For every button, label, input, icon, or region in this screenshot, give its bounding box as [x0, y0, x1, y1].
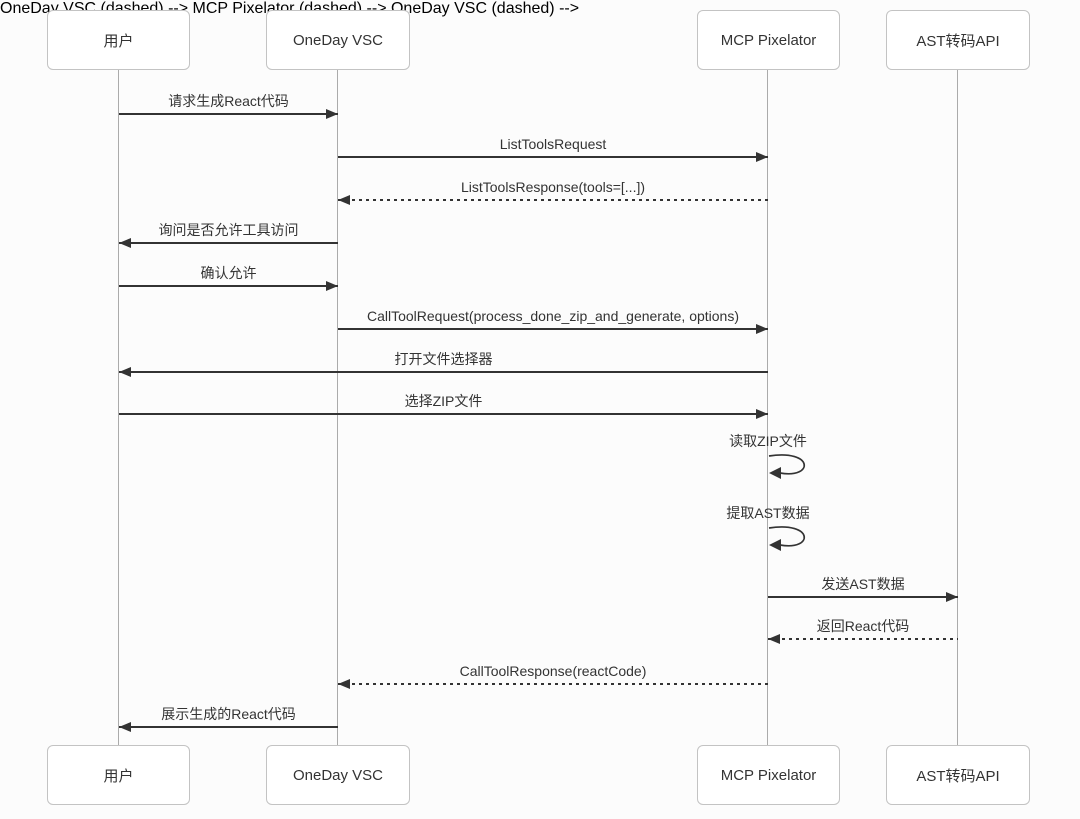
message-request-generate-react: 请求生成React代码 [119, 91, 338, 119]
message-label: 提取AST数据 [726, 505, 810, 521]
arrowhead-right-icon [756, 409, 768, 419]
message-open-file-picker: 打开文件选择器 [119, 349, 768, 377]
message-ask-tool-permission: 询问是否允许工具访问 [119, 220, 338, 248]
message-line [119, 409, 768, 419]
participant-user-top: 用户 [47, 10, 190, 70]
participant-label: 用户 [103, 767, 134, 785]
participant-label: AST转码API [916, 32, 1000, 50]
arrowhead-right-icon [326, 281, 338, 291]
participant-label: OneDay VSC [292, 31, 384, 49]
message-line [338, 679, 768, 689]
message-list-tools-response: ListToolsResponse(tools=[...]) [338, 177, 768, 205]
participant-label: AST转码API [916, 767, 1000, 785]
arrowhead-left-icon [119, 238, 131, 248]
arrowhead-left-icon [119, 722, 131, 732]
message-line [338, 195, 768, 205]
message-call-tool-response: CallToolResponse(reactCode) [338, 661, 768, 689]
message-line [119, 722, 338, 732]
message-label: 询问是否允许工具访问 [158, 222, 299, 238]
participant-ast-api-top: AST转码API [886, 10, 1030, 70]
participant-mcp-pixelator-bottom: MCP Pixelator [697, 745, 840, 805]
self-loop-arrow-icon [768, 454, 806, 479]
message-line [119, 367, 768, 377]
lifeline-user [118, 70, 119, 746]
participant-label: MCP Pixelator [720, 766, 817, 784]
message-send-ast-data: 发送AST数据 [768, 574, 958, 602]
message-line [338, 152, 768, 162]
message-line [119, 238, 338, 248]
message-line [768, 634, 958, 644]
message-label: ListToolsResponse(tools=[...]) [460, 179, 646, 195]
message-line [119, 109, 338, 119]
message-label: 请求生成React代码 [168, 93, 289, 109]
message-label: 发送AST数据 [821, 576, 905, 592]
self-message-read-zip: 读取ZIP文件 [698, 431, 838, 480]
lifeline-mcp-pixelator [767, 70, 768, 746]
arrowhead-right-icon [756, 324, 768, 334]
participant-oneday-vsc-bottom: OneDay VSC [266, 745, 410, 805]
arrowhead-left-icon [119, 367, 131, 377]
arrowhead-right-icon [326, 109, 338, 119]
arrowhead-left-icon [338, 679, 350, 689]
participant-label: MCP Pixelator [720, 31, 817, 49]
message-line [119, 281, 338, 291]
message-label: ListToolsRequest [499, 136, 607, 152]
arrowhead-left-icon [768, 634, 780, 644]
message-select-zip-file: 选择ZIP文件 [119, 391, 768, 419]
participant-label: 用户 [103, 32, 134, 50]
arrowhead-right-icon [946, 592, 958, 602]
message-show-generated-react-code: 展示生成的React代码 [119, 704, 338, 732]
participant-ast-api-bottom: AST转码API [886, 745, 1030, 805]
message-line [768, 592, 958, 602]
participant-user-bottom: 用户 [47, 745, 190, 805]
lifeline-ast-api [957, 70, 958, 746]
arrowhead-left-icon [338, 195, 350, 205]
participant-mcp-pixelator-top: MCP Pixelator [697, 10, 840, 70]
message-label: 展示生成的React代码 [161, 706, 296, 722]
message-label: 读取ZIP文件 [729, 433, 807, 449]
message-list-tools-request: ListToolsRequest [338, 134, 768, 162]
message-label: CallToolResponse(reactCode) [459, 663, 647, 679]
participant-label: OneDay VSC [292, 766, 384, 784]
arrowhead-right-icon [756, 152, 768, 162]
message-label: 返回React代码 [816, 618, 910, 634]
lifeline-oneday-vsc [337, 70, 338, 746]
message-return-react-code: 返回React代码 [768, 616, 958, 644]
message-line [338, 324, 768, 334]
message-label: 打开文件选择器 [394, 351, 493, 367]
message-label: 确认允许 [200, 265, 257, 281]
self-loop-arrow-icon [768, 526, 806, 551]
participant-oneday-vsc-top: OneDay VSC [266, 10, 410, 70]
message-label: 选择ZIP文件 [404, 393, 483, 409]
self-message-extract-ast: 提取AST数据 [698, 503, 838, 552]
message-confirm-allow: 确认允许 [119, 263, 338, 291]
message-label: CallToolRequest(process_done_zip_and_gen… [366, 308, 740, 324]
message-call-tool-request: CallToolRequest(process_done_zip_and_gen… [338, 306, 768, 334]
